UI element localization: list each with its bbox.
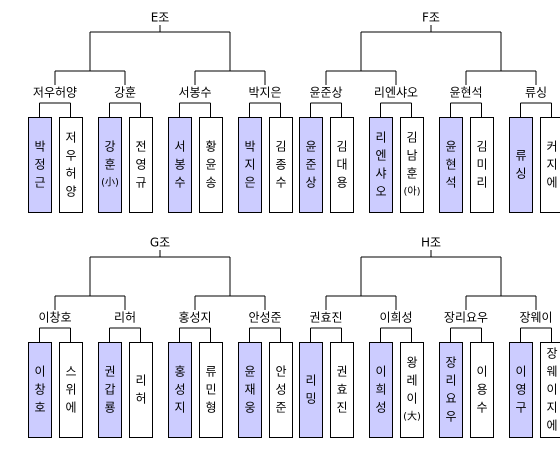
group-title: F조 xyxy=(422,11,440,25)
player-box xyxy=(269,342,293,438)
pair-winner-label: 이창호 xyxy=(38,311,71,325)
player-box xyxy=(470,342,494,438)
pair-winner-label: 리허 xyxy=(114,311,136,325)
player-box-winner xyxy=(299,342,323,438)
player-box xyxy=(199,342,223,438)
player-box-winner xyxy=(299,117,323,213)
player-box xyxy=(330,342,354,438)
pair-winner-label: 리엔샤오 xyxy=(374,86,418,100)
player-box xyxy=(330,117,354,213)
player-box-winner xyxy=(238,117,262,213)
group-title: E조 xyxy=(151,11,170,25)
player-box xyxy=(269,117,293,213)
player-box-winner xyxy=(509,117,533,213)
pair-winner-label: 장리요우 xyxy=(444,311,488,325)
player-box xyxy=(470,117,494,213)
pair-winner-label: 서봉수 xyxy=(178,86,211,100)
player-box-winner xyxy=(369,342,393,438)
player-box xyxy=(400,117,424,213)
player-box-winner xyxy=(369,117,393,213)
pair-winner-label: 강훈 xyxy=(114,86,136,100)
player-box xyxy=(540,117,560,213)
player-box-winner xyxy=(439,117,463,213)
pair-winner-label: 안성준 xyxy=(248,311,281,325)
pair-winner-label: 류싱 xyxy=(525,86,547,100)
player-box-winner xyxy=(439,342,463,438)
player-box xyxy=(59,117,83,213)
group-title: G조 xyxy=(150,236,170,250)
player-box-winner xyxy=(238,342,262,438)
pair-winner-label: 이희성 xyxy=(379,311,412,325)
player-box-winner xyxy=(168,342,192,438)
pair-winner-label: 홍성지 xyxy=(178,311,211,325)
player-box xyxy=(129,117,153,213)
player-box xyxy=(59,342,83,438)
pair-winner-label: 윤현석 xyxy=(449,86,482,100)
player-box-winner xyxy=(98,117,122,213)
player-box xyxy=(540,342,560,438)
player-box-winner xyxy=(28,342,52,438)
pair-winner-label: 권효진 xyxy=(309,311,342,325)
player-box-winner xyxy=(98,342,122,438)
group-title: H조 xyxy=(421,236,441,250)
pair-winner-label: 저우허양 xyxy=(33,86,77,100)
player-box-winner xyxy=(509,342,533,438)
player-box xyxy=(199,117,223,213)
pair-winner-label: 윤준상 xyxy=(309,86,342,100)
pair-winner-label: 박지은 xyxy=(248,86,281,100)
pair-winner-label: 장웨이 xyxy=(519,311,552,325)
player-box-winner xyxy=(168,117,192,213)
player-box-winner xyxy=(28,117,52,213)
player-box xyxy=(129,342,153,438)
player-box xyxy=(400,342,424,438)
